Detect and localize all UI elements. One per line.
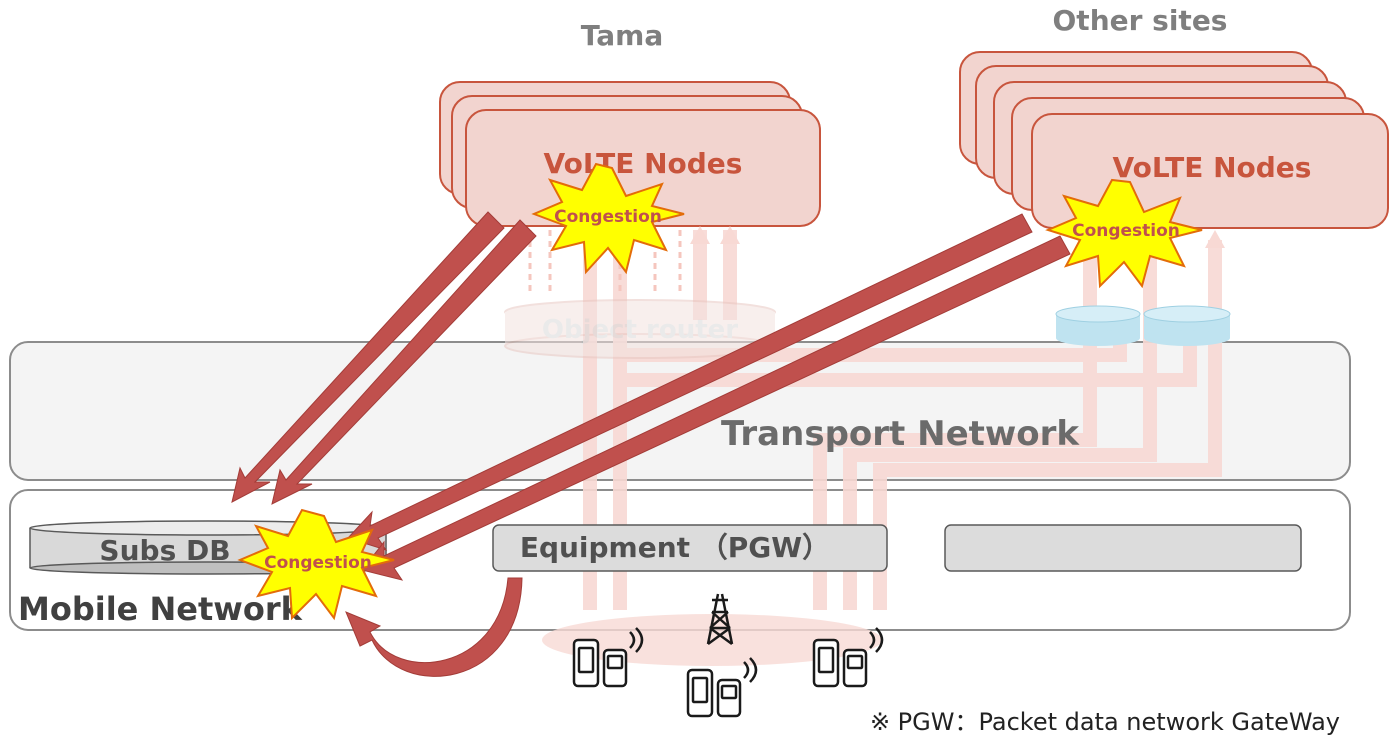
mobile-network-label: Mobile Network [18, 590, 303, 628]
router-cylinder-2 [1143, 305, 1231, 346]
other-volte-node-stack [959, 51, 1389, 229]
object-router-label: Object router [542, 315, 738, 345]
equipment-pgw-box [492, 524, 888, 572]
footnote: ※ PGW：Packet data network GateWay [870, 708, 1340, 736]
transport-network-label: Transport Network [721, 414, 1080, 454]
other-site-routers [1055, 305, 1231, 346]
tama-volte-nodes-label: VoLTE Nodes [544, 147, 743, 180]
congestion-burst-tama: Congestion [531, 162, 685, 275]
congestion-label-tama: Congestion [554, 207, 662, 227]
pgw-to-subsdb-curved-arrow [345, 577, 523, 677]
object-router: Object router [504, 299, 776, 359]
cell-tower-icon [706, 593, 734, 646]
other-sites-title: Other sites [1053, 4, 1228, 37]
phones-icon-middle [686, 657, 758, 718]
router-cylinder-1 [1055, 305, 1141, 346]
congestion-burst-subsdb: Congestion [237, 508, 395, 621]
empty-equipment-box [944, 524, 1302, 572]
congestion-burst-other: Congestion [1045, 178, 1203, 289]
subs-db-label: Subs DB [99, 534, 230, 567]
equipment-pgw-label: Equipment （PGW） [520, 531, 830, 564]
congestion-label-other: Congestion [1072, 221, 1180, 241]
other-to-subsdb-arrows [347, 213, 1071, 581]
tama-volte-node-stack [439, 81, 821, 227]
tama-site-title: Tama [581, 19, 663, 52]
phones-icon-right [812, 627, 884, 688]
phones-icon-left [572, 627, 644, 688]
tama-to-subsdb-arrows [231, 211, 537, 505]
other-volte-nodes-label: VoLTE Nodes [1113, 151, 1312, 184]
congestion-label-subsdb: Congestion [264, 553, 372, 573]
